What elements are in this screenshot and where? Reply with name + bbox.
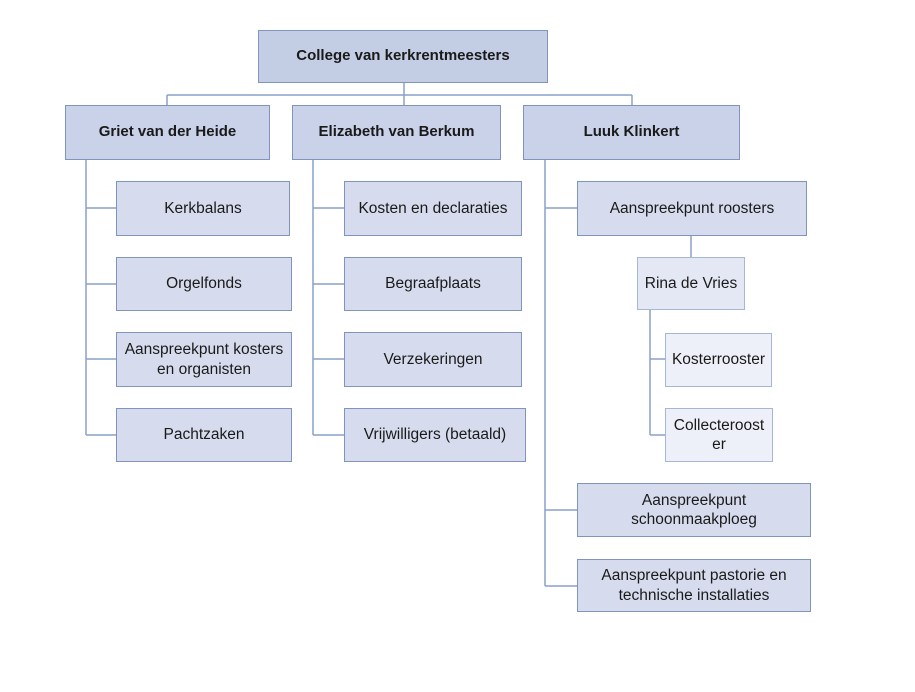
root-node: College van kerkrentmeesters — [258, 30, 548, 83]
task-node: Aanspreekpunt kosters en organisten — [116, 332, 292, 387]
member-node-elizabeth: Elizabeth van Berkum — [292, 105, 501, 160]
task-label: Verzekeringen — [383, 350, 483, 368]
task-label: Aanspreekpunt schoonmaakploeg — [631, 491, 757, 528]
sub-task-node: Collecteroost er — [665, 408, 773, 462]
task-node: Verzekeringen — [344, 332, 522, 387]
sub-task-label: Kosterrooster — [671, 351, 766, 369]
task-label: Kerkbalans — [164, 199, 242, 217]
task-label: Kosten en declaraties — [358, 199, 508, 217]
task-node: Aanspreekpunt schoonmaakploeg — [577, 483, 811, 537]
sub-member-node-rina: Rina de Vries — [637, 257, 745, 310]
task-node: Pachtzaken — [116, 408, 292, 462]
sub-member-label: Rina de Vries — [644, 274, 738, 292]
sub-task-node: Kosterrooster — [665, 333, 772, 387]
member-label: Luuk Klinkert — [583, 123, 680, 141]
task-label: Vrijwilligers (betaald) — [363, 426, 507, 444]
task-node: Kerkbalans — [116, 181, 290, 236]
member-node-griet: Griet van der Heide — [65, 105, 270, 160]
task-label: Aanspreekpunt roosters — [609, 199, 775, 217]
task-label: Orgelfonds — [166, 275, 242, 293]
task-node: Begraafplaats — [344, 257, 522, 311]
member-node-luuk: Luuk Klinkert — [523, 105, 740, 160]
root-label: College van kerkrentmeesters — [296, 47, 510, 65]
task-label: Begraafplaats — [385, 275, 481, 293]
task-node: Aanspreekpunt pastorie en technische ins… — [577, 559, 811, 612]
task-node: Aanspreekpunt roosters — [577, 181, 807, 236]
task-node: Orgelfonds — [116, 257, 292, 311]
member-label: Elizabeth van Berkum — [318, 123, 475, 141]
task-node: Vrijwilligers (betaald) — [344, 408, 526, 462]
task-label: Aanspreekpunt kosters en organisten — [124, 341, 284, 378]
task-node: Kosten en declaraties — [344, 181, 522, 236]
member-label: Griet van der Heide — [98, 123, 237, 141]
task-label: Aanspreekpunt pastorie en technische ins… — [601, 567, 787, 604]
task-label: Pachtzaken — [163, 426, 245, 444]
sub-task-label: Collecteroost er — [673, 416, 765, 453]
